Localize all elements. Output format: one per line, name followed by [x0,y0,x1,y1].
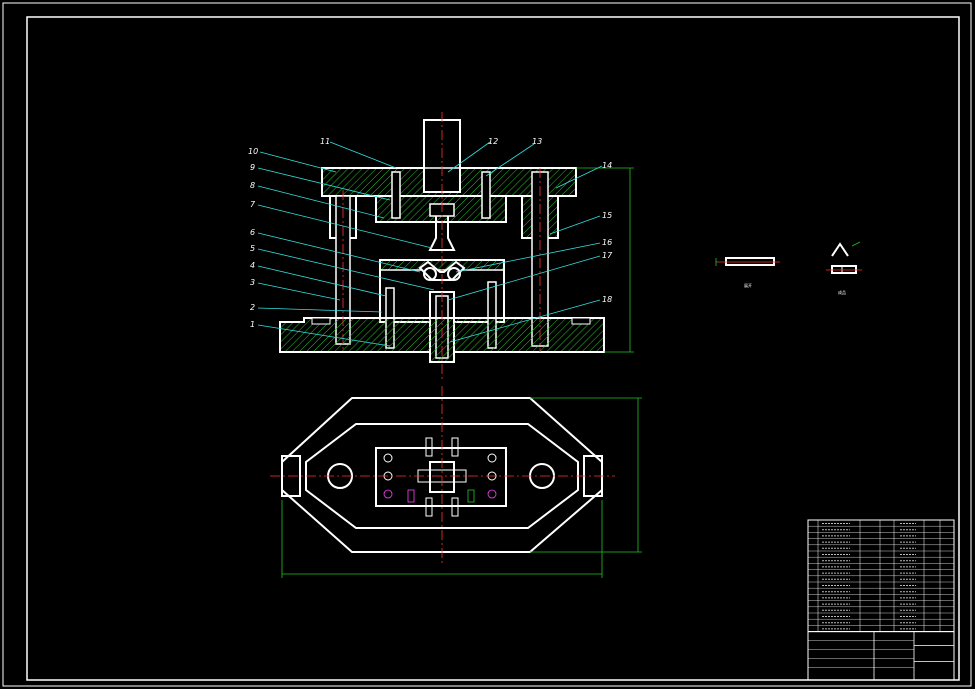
part-label-1: 1 [250,320,255,329]
part-label-15: 15 [602,211,612,220]
part-label-14: 14 [602,161,612,170]
part-number-labels: 10 9 8 7 6 5 4 3 2 1 11 12 13 14 15 16 1… [248,137,613,329]
detail-blank-caption: 展开 [744,282,752,288]
part-label-4: 4 [250,261,255,270]
part-label-11: 11 [320,137,330,146]
leaders [257,141,603,347]
inner-frame [26,16,960,681]
detail-blank: 展开 [715,257,780,288]
title-box [807,631,955,681]
part-label-8: 8 [250,181,255,190]
part-label-16: 16 [602,238,612,247]
part-label-17: 17 [602,251,613,260]
lower-die-plate [279,317,605,363]
part-label-13: 13 [532,137,542,146]
part-label-5: 5 [250,244,255,253]
part-label-6: 6 [250,228,255,237]
part-label-10: 10 [248,147,258,156]
part-label-12: 12 [488,137,498,146]
title-block [807,519,955,681]
detail-product: 成品 [826,241,862,295]
part-label-2: 2 [250,303,255,312]
detail-product-caption: 成品 [838,289,846,295]
part-label-7: 7 [250,200,256,209]
plan-view [270,386,642,578]
section-view [279,112,634,380]
die-block-plan [375,447,507,507]
part-label-9: 9 [250,163,255,172]
part-label-18: 18 [602,295,612,304]
part-label-3: 3 [250,278,255,287]
